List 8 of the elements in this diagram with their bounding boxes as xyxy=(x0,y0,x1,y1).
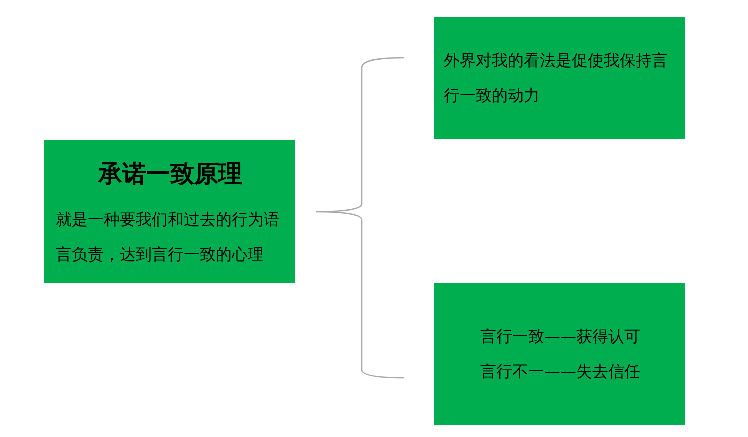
body-text: 言行一致——获得认可 xyxy=(480,326,642,348)
body-text: 外界对我的看法是促使我保持言行一致的动力 xyxy=(444,50,669,107)
body-text: 言行不一——失去信任 xyxy=(480,361,642,383)
text-box xyxy=(434,283,685,425)
heading: 承诺一致原理 xyxy=(97,159,244,190)
text-box xyxy=(44,140,295,283)
body-text: 就是一种要我们和过去的行为语言负责，达到言行一致的心理 xyxy=(56,209,281,266)
text-box xyxy=(434,17,685,139)
